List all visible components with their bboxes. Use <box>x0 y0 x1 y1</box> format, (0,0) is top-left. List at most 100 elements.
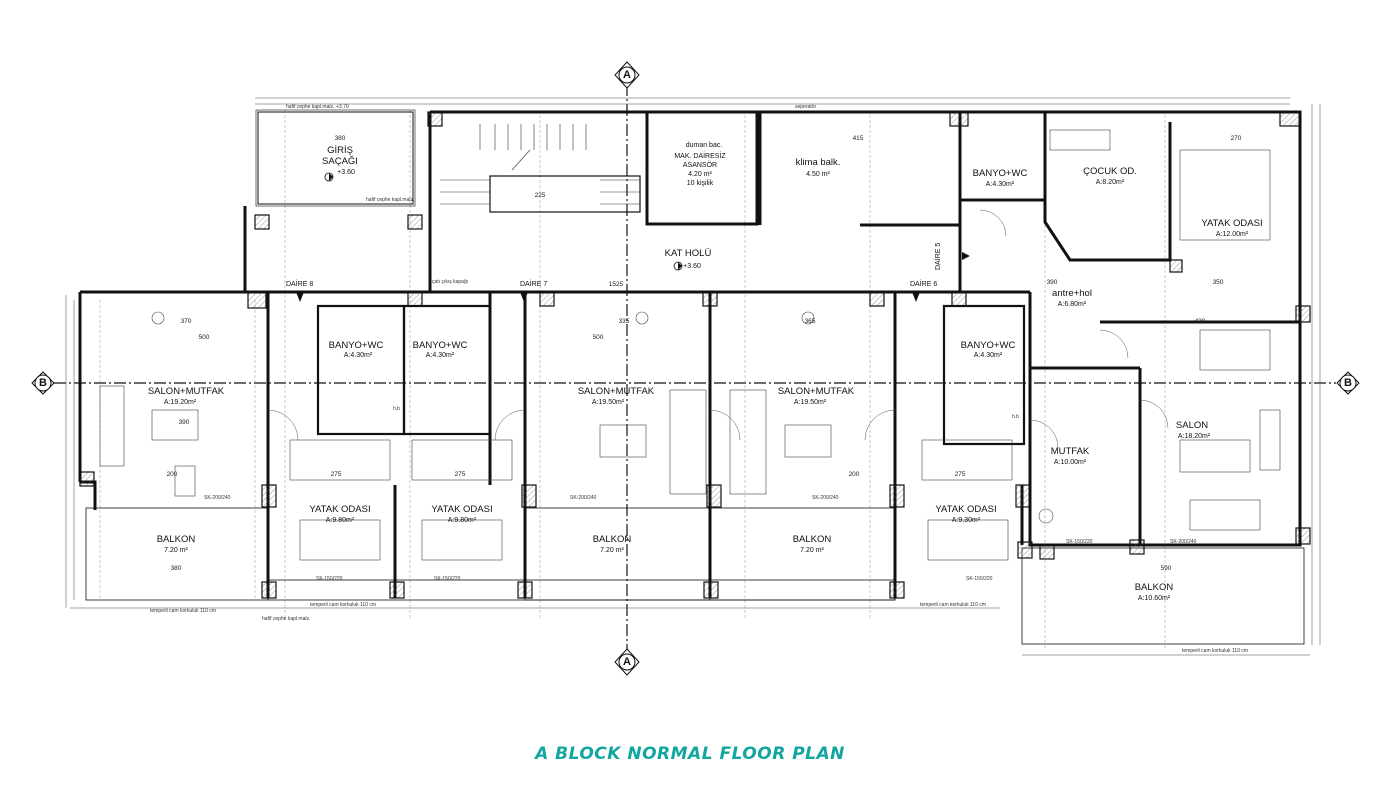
svg-text:A: A <box>623 69 631 81</box>
antre-label: antre+hol <box>1052 288 1092 299</box>
bath-4-label: BANYO+WC <box>973 168 1028 179</box>
axis-a-bottom-marker: A <box>614 648 640 676</box>
svg-text:B: B <box>39 377 47 389</box>
child-room-area: A:8.20m² <box>1096 179 1125 186</box>
daire-5-label: DAİRE 5 <box>933 243 942 270</box>
seperator-label: seperatör <box>795 104 816 110</box>
salon-mutfak-3-area: A:19.50m² <box>794 399 827 406</box>
dim-500-1: 500 <box>199 334 210 341</box>
salon-area: A:18.20m² <box>1178 433 1211 440</box>
door-swings <box>267 209 1169 449</box>
hb-label-1: h.b <box>393 406 400 412</box>
axis-a-top-marker: A <box>614 61 640 89</box>
elevator-label-2: ASANSÖR <box>683 161 717 169</box>
salon-mutfak-1-area: A:19.20m² <box>164 399 197 406</box>
salon-mutfak-2-label: SALON+MUTFAK <box>578 386 655 397</box>
antre-area: A:6.80m² <box>1058 301 1087 308</box>
klima-area: 4.50 m² <box>806 171 830 178</box>
dim-500-2: 500 <box>593 334 604 341</box>
dim-590: 590 <box>1161 565 1172 572</box>
columns <box>79 111 1311 599</box>
kitchen-area: A:10.00m² <box>1054 459 1087 466</box>
svg-text:B: B <box>1344 377 1352 389</box>
level-markers <box>296 172 970 302</box>
daire-8-label: DAİRE 8 <box>286 279 313 288</box>
balcony-4-label: BALKON <box>1135 582 1174 593</box>
duman-label: duman bac. <box>686 142 723 149</box>
kat-holu-level: +3.60 <box>683 263 701 270</box>
entrance-label-2: SAÇAĞI <box>322 156 358 167</box>
furniture <box>99 129 1281 561</box>
klima-label: klima balk. <box>796 157 841 168</box>
dimension-lines <box>65 97 1321 656</box>
dim-430: 430 <box>1195 318 1206 325</box>
balcony-1-label: BALKON <box>157 534 196 545</box>
dim-225: 225 <box>535 192 546 199</box>
entrance-canopy <box>255 109 416 207</box>
window-note-1: SK-200/240 <box>204 495 231 501</box>
labels: GİRİŞ SAÇAĞI +3.60 +3.70 duman bac. MAK.… <box>148 104 1263 654</box>
facade-note-3: hafif cephe kapl.malz. <box>366 197 414 203</box>
roof-hatch-label: çatı çıkış kapağı <box>432 279 468 285</box>
dim-370: 370 <box>181 318 192 325</box>
salon-label: SALON <box>1176 420 1208 431</box>
balcony-2-area: 7.20 m² <box>600 547 624 554</box>
bath-4-area: A:4.30m² <box>986 181 1015 188</box>
hb-label-2: h.b <box>1012 414 1019 420</box>
dim-335: 335 <box>619 318 630 325</box>
elevator-label: MAK. DAİRESİZ <box>674 151 726 160</box>
railing-note-1: temperli cam korkuluk 110 cm <box>150 608 216 614</box>
dim-200-2: 200 <box>849 471 860 478</box>
elevator-capacity: 10 kişilik <box>687 180 714 187</box>
dim-380-bottom: 380 <box>171 565 182 572</box>
salon-mutfak-2-area: A:19.50m² <box>592 399 625 406</box>
bath-1-label: BANYO+WC <box>329 340 384 351</box>
axis-grid: A A B B <box>29 61 1360 676</box>
daire-6-label: DAİRE 6 <box>910 279 937 288</box>
top-level: +3.70 <box>336 104 349 110</box>
balcony-3-label: BALKON <box>793 534 832 545</box>
bedroom-right-label: YATAK ODASI <box>1201 218 1262 229</box>
window-note-7: SK-150/220 <box>966 576 993 582</box>
entrance-level: +3.60 <box>337 169 355 176</box>
railing-note-4: temperli cam korkuluk 110 cm <box>310 602 376 608</box>
window-note-3: SK-200/240 <box>812 495 839 501</box>
dim-415: 415 <box>853 135 864 142</box>
child-room-label: ÇOCUK OD. <box>1083 166 1137 177</box>
dim-380-top: 380 <box>335 135 346 142</box>
salon-mutfak-1-label: SALON+MUTFAK <box>148 386 225 397</box>
balcony-3-area: 7.20 m² <box>800 547 824 554</box>
floor-plan-drawing: A A B B <box>29 61 1360 676</box>
bedroom-2-label: YATAK ODASI <box>431 504 492 515</box>
facade-note-2: hafif cephe kapl.malz. <box>286 104 334 110</box>
dim-275-3: 275 <box>955 471 966 478</box>
dim-365: 365 <box>805 318 816 325</box>
dim-390-2: 390 <box>1047 279 1058 286</box>
axis-b-right-marker: B <box>1336 371 1360 395</box>
bath-3-area: A:4.30m² <box>974 352 1003 359</box>
bath-1-area: A:4.30m² <box>344 352 373 359</box>
stair <box>440 124 640 205</box>
facade-note-1: hafif cephe kapl.malz. <box>262 616 310 622</box>
bedroom-3-label: YATAK ODASI <box>935 504 996 515</box>
window-note-5: SK-150/220 <box>316 576 343 582</box>
balcony-4-area: A:10.60m² <box>1138 595 1171 602</box>
guide-lines <box>99 110 1166 650</box>
plan-caption: A BLOCK NORMAL FLOOR PLAN <box>535 744 845 764</box>
bedroom-1-label: YATAK ODASI <box>309 504 370 515</box>
window-note-6: SK-150/220 <box>434 576 461 582</box>
dim-275-2: 275 <box>455 471 466 478</box>
svg-text:A: A <box>623 656 631 668</box>
bedroom-3-area: A:9.30m² <box>952 517 981 524</box>
daire-7-label: DAİRE 7 <box>520 279 547 288</box>
railing-note-3: temperli cam korkuluk 110 cm <box>1182 648 1248 654</box>
salon-mutfak-3-label: SALON+MUTFAK <box>778 386 855 397</box>
kitchen-label: MUTFAK <box>1051 446 1090 457</box>
window-note-8: SK-150/220 <box>1066 539 1093 545</box>
bath-2-area: A:4.30m² <box>426 352 455 359</box>
dim-390-1: 390 <box>179 419 190 426</box>
bedroom-2-area: A:9.80m² <box>448 517 477 524</box>
balcony-2-label: BALKON <box>593 534 632 545</box>
bath-3-label: BANYO+WC <box>961 340 1016 351</box>
dim-350: 350 <box>1213 279 1224 286</box>
